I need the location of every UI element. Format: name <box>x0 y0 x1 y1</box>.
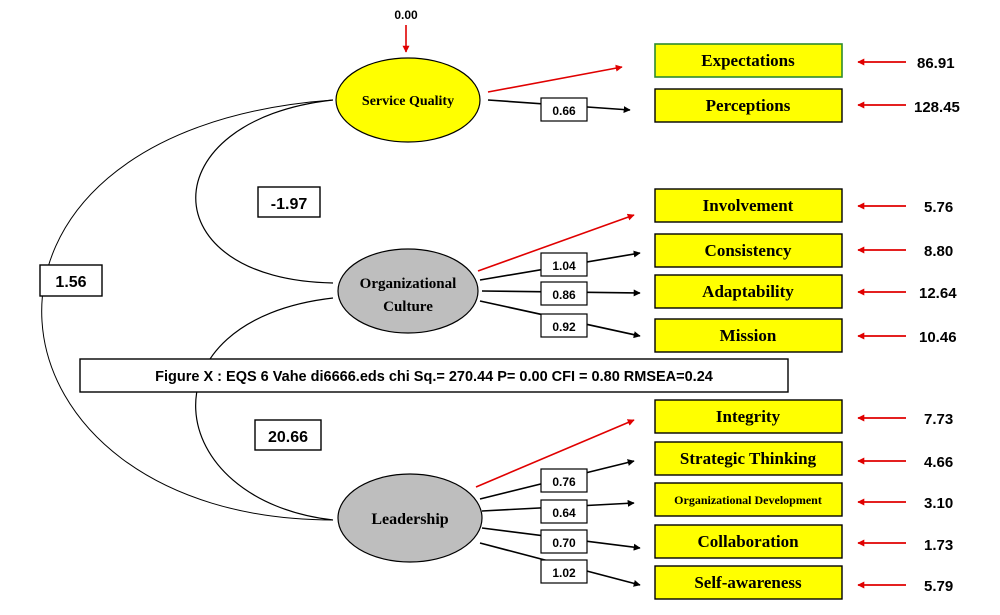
error-value-expectations: 86.91 <box>917 55 955 72</box>
covariance-value: 20.66 <box>268 429 308 446</box>
indicator-consistency: Consistency <box>654 233 843 268</box>
loading-box-self-awareness: 1.02 <box>540 559 588 584</box>
loading-box-adaptability: 0.86 <box>540 281 588 306</box>
error-value-collaboration: 1.73 <box>924 537 953 554</box>
indicator-label: Involvement <box>703 196 794 215</box>
loading-value: 0.92 <box>552 320 576 334</box>
indicator-label: Collaboration <box>697 532 799 551</box>
loading-box-perceptions: 0.66 <box>540 97 588 122</box>
error-value-mission: 10.46 <box>919 329 957 346</box>
indicator-mission: Mission <box>654 318 843 353</box>
indicator-strategic-thinking: Strategic Thinking <box>654 441 843 476</box>
error-value-involvement: 5.76 <box>924 199 953 216</box>
covariance-box-sq-lead: 1.56 <box>39 264 103 297</box>
covariance-curve-oc-lead <box>195 297 334 521</box>
covariance-curve-sq-lead <box>41 99 334 521</box>
path-lead-integrity <box>475 419 635 488</box>
organizational-culture-label-line1: Organizational <box>360 276 457 292</box>
loading-value: 0.76 <box>552 475 576 489</box>
covariance-value: -1.97 <box>271 196 308 213</box>
error-value-adaptability: 12.64 <box>919 285 957 302</box>
error-value-strategic-thinking: 4.66 <box>924 454 953 471</box>
indicator-label: Expectations <box>701 51 795 70</box>
error-value-consistency: 8.80 <box>924 243 953 260</box>
loading-box-mission: 0.92 <box>540 313 588 338</box>
loading-box-strategic-thinking: 0.76 <box>540 468 588 493</box>
loading-box-consistency: 1.04 <box>540 252 588 277</box>
leadership-label: Leadership <box>371 511 448 528</box>
loading-box-collaboration: 0.70 <box>540 529 588 554</box>
caption-text: Figure X : EQS 6 Vahe di6666.eds chi Sq.… <box>155 369 713 385</box>
indicator-label: Consistency <box>705 241 792 260</box>
indicator-label: Adaptability <box>702 282 794 301</box>
indicator-label: Organizational Development <box>674 493 822 507</box>
error-value-perceptions: 128.45 <box>914 99 960 116</box>
indicator-collaboration: Collaboration <box>654 524 843 559</box>
indicator-label: Integrity <box>716 407 781 426</box>
indicator-perceptions: Perceptions <box>654 88 843 123</box>
covariance-box-oc-lead: 20.66 <box>254 419 322 451</box>
error-value-integrity: 7.73 <box>924 411 953 428</box>
covariance-curve-sq-oc <box>195 99 334 284</box>
indicator-organizational-development: Organizational Development <box>654 482 843 517</box>
indicator-label: Perceptions <box>706 96 791 115</box>
organizational-culture-label-line2: Culture <box>383 299 433 315</box>
loading-value: 0.70 <box>552 536 576 550</box>
loading-value: 0.64 <box>552 506 576 520</box>
covariance-value: 1.56 <box>55 274 86 291</box>
indicator-self-awareness: Self-awareness <box>654 565 843 600</box>
loading-value: 1.02 <box>552 566 576 580</box>
indicator-adaptability: Adaptability <box>654 274 843 309</box>
loading-value: 0.66 <box>552 104 576 118</box>
indicator-involvement: Involvement <box>654 188 843 223</box>
service-quality-ellipse <box>335 57 481 143</box>
path-oc-involvement <box>477 213 635 272</box>
indicator-label: Mission <box>720 326 777 345</box>
loading-value: 1.04 <box>552 259 576 273</box>
indicator-integrity: Integrity <box>654 399 843 434</box>
organizational-culture-ellipse <box>337 248 479 334</box>
leadership-ellipse <box>337 473 483 563</box>
error-value-organizational-development: 3.10 <box>924 495 953 512</box>
loading-box-organizational-development: 0.64 <box>540 499 588 524</box>
path-sq-expectations <box>487 64 623 93</box>
disturbance-value: 0.00 <box>394 8 418 22</box>
service-quality-label: Service Quality <box>362 94 454 109</box>
error-value-self-awareness: 5.79 <box>924 578 953 595</box>
indicator-label: Self-awareness <box>694 573 802 592</box>
figure-caption: Figure X : EQS 6 Vahe di6666.eds chi Sq.… <box>79 358 789 393</box>
indicator-expectations: Expectations <box>654 43 843 78</box>
indicator-label: Strategic Thinking <box>680 449 817 468</box>
loading-value: 0.86 <box>552 288 576 302</box>
covariance-box-sq-oc: -1.97 <box>257 186 321 218</box>
